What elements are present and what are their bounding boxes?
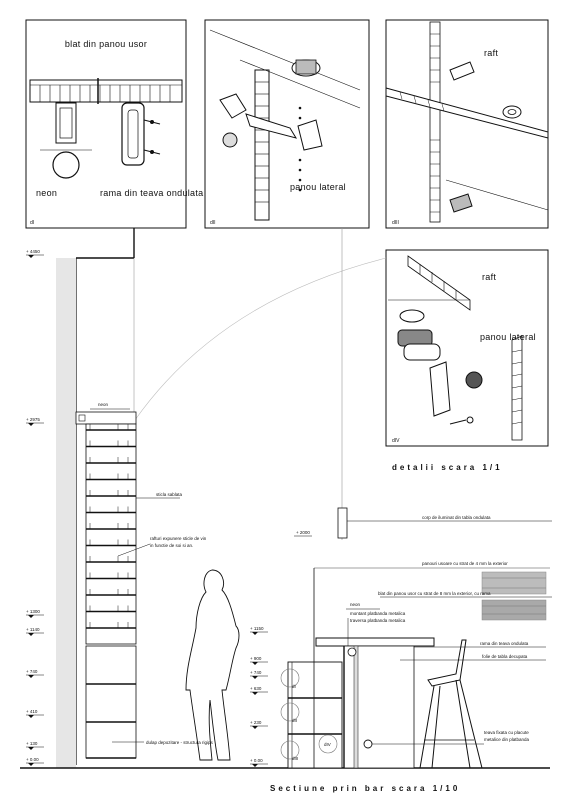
level-marker: + 230 <box>250 720 268 729</box>
d1-label-neon: neon <box>36 188 57 198</box>
ann-shelves-1: rafturi expunere sticle de vin <box>150 536 207 541</box>
level-markers-left: + 4450 + 2975 + 1300 + 1140 + 740 + 410 + 130 +… <box>26 249 44 766</box>
d4-label-top: raft <box>482 272 496 282</box>
ann-frame: rama din teava ondulata <box>480 641 529 646</box>
level-label: + 740 <box>250 670 262 675</box>
level-label: + 4450 <box>26 249 40 254</box>
human-figure <box>185 569 240 761</box>
d4-label-side: panou lateral <box>480 332 536 342</box>
level-lamp: + 2000 <box>296 530 310 535</box>
level-label: + 1300 <box>26 609 40 614</box>
level-marker: + 2975 <box>26 417 44 426</box>
level-label: + 1140 <box>26 627 40 632</box>
level-marker: + 1300 <box>26 609 44 618</box>
wine-shelf <box>86 605 136 613</box>
pendant-lamp <box>337 507 348 539</box>
level-label: + 0.00 <box>250 758 263 763</box>
ann-cabinet: dulap depozitare - structura rigips <box>146 740 214 745</box>
wine-shelf <box>86 589 136 596</box>
ann-traverse: traversa platbanda metalica <box>350 618 406 623</box>
level-marker: + 1140 <box>26 627 44 636</box>
title-section: Sectiune prin bar scara 1/10 <box>270 784 460 793</box>
level-marker: + 0.00 <box>250 758 268 767</box>
level-label: + 410 <box>26 709 38 714</box>
wine-shelf <box>86 424 136 431</box>
level-label: + 0.00 <box>26 757 39 762</box>
level-marker: + 740 <box>26 669 44 678</box>
level-label: + 130 <box>26 741 38 746</box>
wine-shelf <box>86 572 136 580</box>
level-markers-mid: + 1150 + 900 + 740 + 630 + 230 + 0.00 <box>250 626 268 767</box>
level-marker: + 900 <box>250 656 268 665</box>
wine-shelves <box>86 424 136 629</box>
d4-id: dIV <box>392 438 400 444</box>
wine-shelf <box>86 523 136 530</box>
level-marker: + 740 <box>250 670 268 679</box>
level-marker: + 630 <box>250 686 268 695</box>
d2-id: dII <box>210 220 216 226</box>
wine-shelf <box>86 457 136 464</box>
ann-montant: montant platbanda metalica <box>350 611 406 616</box>
panel-d3: raft dIII <box>385 19 549 229</box>
d1-label-top: blat din panou usor <box>65 39 147 49</box>
ann-glass: sticla sablata <box>156 492 183 497</box>
d2-label: panou lateral <box>290 182 346 192</box>
level-label: + 630 <box>250 686 262 691</box>
level-label: + 2975 <box>26 417 40 422</box>
ann-sheet: folie de tabla decupata <box>482 654 528 659</box>
annotations: neon sticla sablata rafturi expunere sti… <box>90 402 552 745</box>
wine-shelf <box>86 556 136 563</box>
ann-counter-top: blat din panou usor cu strat de 8 mm la … <box>378 591 491 596</box>
level-marker: + 1150 <box>250 626 268 635</box>
panel-photo-1 <box>481 571 547 595</box>
wine-shelf <box>86 539 136 547</box>
ann-panels-light: panouri usoare cu strat de 4 mm la exter… <box>422 561 508 566</box>
section-wall-unit <box>56 228 137 768</box>
panel-photo-2 <box>481 599 547 621</box>
bar-stool <box>419 639 483 769</box>
d3-id: dIII <box>392 220 399 226</box>
title-details: detalii scara 1/1 <box>392 463 503 472</box>
bar-counter: dI dII dIII dIV <box>280 567 550 769</box>
panel-d1: blat din panou usor neon rama din teava … <box>25 19 203 229</box>
panel-d2: panou lateral dII <box>204 19 370 229</box>
detail-connector-arc <box>134 257 387 421</box>
panel-d4: raft panou lateral dIV <box>385 249 549 447</box>
level-label: + 230 <box>250 720 262 725</box>
d1-label-frame: rama din teava ondulata <box>100 188 203 198</box>
marker-d4: dIV <box>324 742 331 747</box>
level-marker: + 4450 <box>26 249 44 258</box>
wine-shelf <box>86 473 136 481</box>
ann-shelves-2: in functie de soi si an. <box>150 543 193 548</box>
marker-d2: dII <box>292 718 297 723</box>
d3-label: raft <box>484 48 498 58</box>
ann-lamp: corp de iluminat din tabla ondulata <box>422 515 491 520</box>
wine-shelf <box>86 490 136 497</box>
level-marker: + 130 <box>26 741 44 750</box>
ann-neon-bar: neon <box>350 602 361 607</box>
level-label: + 740 <box>26 669 38 674</box>
ann-pipe-1: teava fixata cu placute <box>484 730 529 735</box>
level-marker: + 0.00 <box>26 757 44 766</box>
marker-d1: dI <box>292 684 296 689</box>
wine-shelf <box>86 440 136 448</box>
ann-neon-top: neon <box>98 402 109 407</box>
level-label: + 900 <box>250 656 262 661</box>
level-marker: + 410 <box>26 709 44 718</box>
ann-pipe-2: metalice din platbanda <box>484 737 530 742</box>
marker-d3: dIII <box>292 756 298 761</box>
wine-shelf <box>86 622 136 629</box>
level-label: + 1150 <box>250 626 264 631</box>
wine-shelf <box>86 506 136 514</box>
d1-id: dI <box>30 220 34 226</box>
